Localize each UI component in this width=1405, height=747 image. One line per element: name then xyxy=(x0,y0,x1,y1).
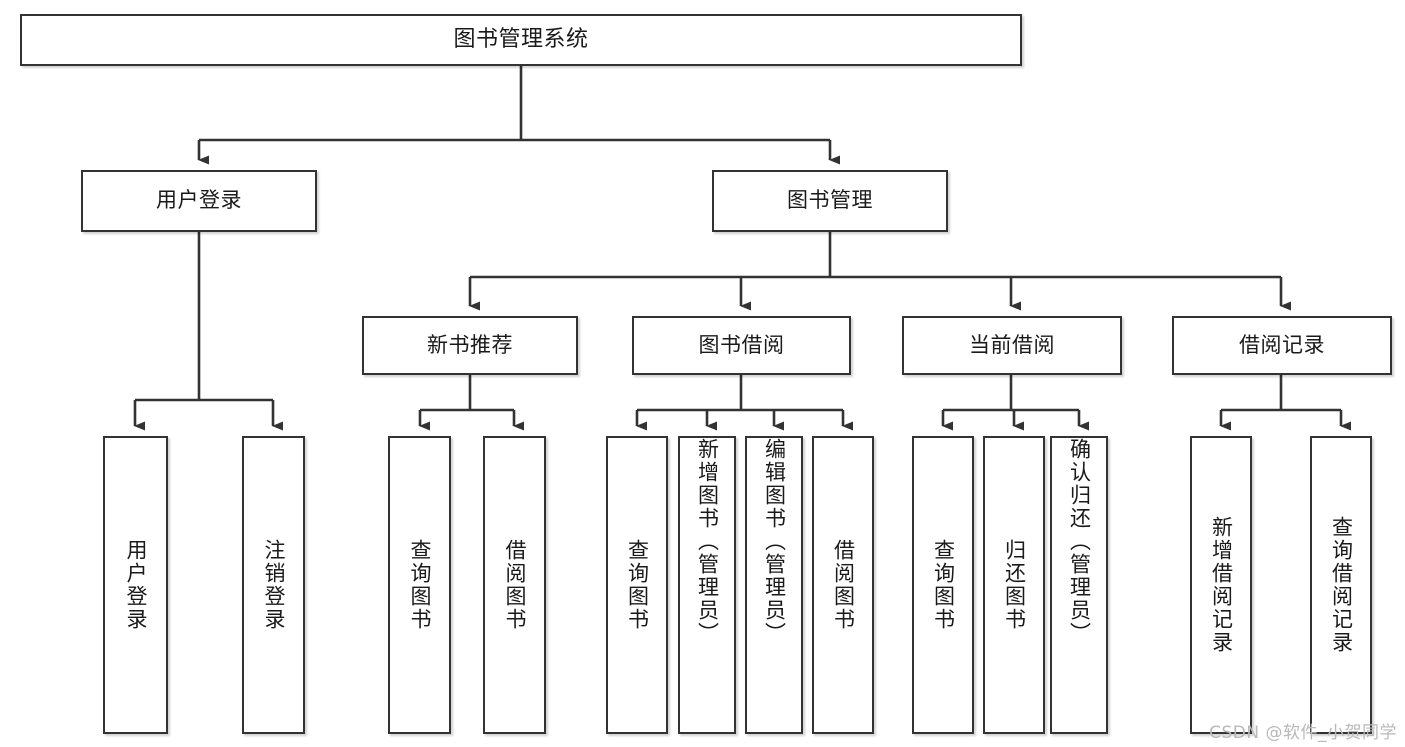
csdn-watermark: CSDN @软件_小贺同学 xyxy=(1209,723,1397,743)
leaf-return-book[interactable]: 归还图书 xyxy=(983,436,1045,734)
node-label: 编辑图书（管理员） xyxy=(762,438,787,645)
node-label: 确认归还（管理员） xyxy=(1067,438,1092,645)
node-label: 新增借阅记录 xyxy=(1209,516,1234,654)
node-borrow-record[interactable]: 借阅记录 xyxy=(1172,316,1392,375)
leaf-add-book-admin[interactable]: 新增图书（管理员） xyxy=(678,436,736,734)
node-label: 注销登录 xyxy=(261,539,286,631)
node-current-borrow[interactable]: 当前借阅 xyxy=(902,316,1122,375)
node-label: 图书管理 xyxy=(787,188,873,213)
leaf-borrow-book[interactable]: 借阅图书 xyxy=(812,436,874,734)
node-label: 图书管理系统 xyxy=(453,26,589,52)
leaf-edit-book-admin[interactable]: 编辑图书（管理员） xyxy=(745,436,803,734)
leaf-borrow-book-recommend[interactable]: 借阅图书 xyxy=(483,436,546,734)
node-label: 借阅图书 xyxy=(831,539,856,631)
node-book-borrow[interactable]: 图书借阅 xyxy=(632,316,851,375)
node-user-login[interactable]: 用户登录 xyxy=(81,170,317,232)
leaf-user-logout[interactable]: 注销登录 xyxy=(242,436,305,734)
leaf-query-borrow-record[interactable]: 查询借阅记录 xyxy=(1310,436,1372,734)
leaf-confirm-return-admin[interactable]: 确认归还（管理员） xyxy=(1050,436,1108,734)
node-label: 当前借阅 xyxy=(969,332,1055,357)
leaf-query-book-borrow[interactable]: 查询图书 xyxy=(606,436,668,734)
leaf-add-borrow-record[interactable]: 新增借阅记录 xyxy=(1190,436,1252,734)
node-label: 新书推荐 xyxy=(427,332,513,357)
node-root-system[interactable]: 图书管理系统 xyxy=(20,14,1022,66)
node-label: 图书借阅 xyxy=(698,332,785,357)
node-label: 归还图书 xyxy=(1002,539,1027,631)
node-label: 用户登录 xyxy=(156,188,242,213)
leaf-user-login[interactable]: 用户登录 xyxy=(103,436,168,734)
node-label: 查询借阅记录 xyxy=(1329,516,1354,654)
node-label: 新增图书（管理员） xyxy=(695,438,720,645)
node-new-book-recommend[interactable]: 新书推荐 xyxy=(362,316,578,375)
node-label: 查询图书 xyxy=(407,539,432,631)
node-label: 借阅图书 xyxy=(502,539,527,631)
node-label: 借阅记录 xyxy=(1239,332,1325,357)
node-label: 查询图书 xyxy=(625,539,650,631)
node-label: 用户登录 xyxy=(123,539,148,631)
leaf-query-book-recommend[interactable]: 查询图书 xyxy=(388,436,451,734)
node-book-management[interactable]: 图书管理 xyxy=(712,170,948,232)
node-label: 查询图书 xyxy=(931,539,956,631)
leaf-query-book-current[interactable]: 查询图书 xyxy=(912,436,974,734)
